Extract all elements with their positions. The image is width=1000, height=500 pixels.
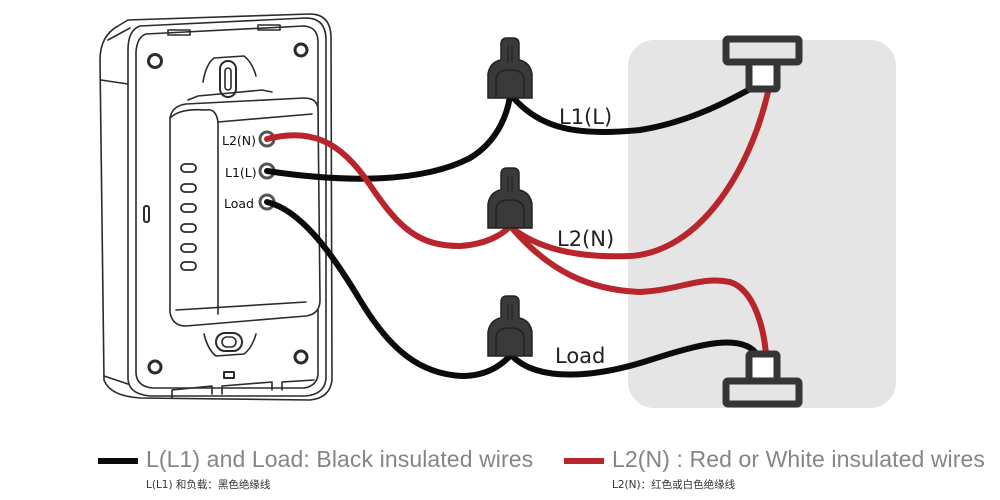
legend-label-red: L2(N) : Red or White insulated wires bbox=[612, 446, 986, 472]
wire-l1-connector-to-fixture bbox=[509, 85, 755, 136]
mounting-slot-top bbox=[187, 55, 273, 101]
wire-nut-icon bbox=[487, 295, 533, 357]
bottom-terminal-bar bbox=[722, 377, 803, 408]
wire-nut-icon bbox=[487, 37, 533, 99]
wire-label-l1: L1(L) bbox=[559, 105, 612, 129]
screw-hole-top-left bbox=[147, 53, 163, 69]
wire-load-connector-to-fixture bbox=[509, 339, 761, 378]
t-terminal-icon bbox=[722, 35, 803, 93]
screw-hole-bottom-right bbox=[293, 349, 309, 365]
switch-module bbox=[169, 97, 321, 327]
wire-l2-connector-to-bottom-fixture bbox=[509, 225, 769, 357]
wire-label-l2: L2(N) bbox=[557, 227, 614, 251]
legend-swatch-black bbox=[98, 458, 138, 464]
screw-hole-bottom-left bbox=[147, 359, 163, 375]
wire-l2-connector-to-top-fixture bbox=[509, 89, 771, 260]
wire-nut-icon bbox=[487, 167, 533, 229]
wire-connectors bbox=[487, 37, 533, 357]
bottom-terminal-stem bbox=[745, 350, 781, 385]
load-area-background bbox=[628, 40, 896, 408]
wire-l2-switch-to-connector bbox=[264, 132, 513, 250]
terminal-label-Load: Load bbox=[224, 196, 254, 211]
wire-l1-switch-to-connector bbox=[264, 93, 513, 182]
screw-hole-top-right bbox=[293, 42, 309, 58]
terminal-label-L1L: L1(L) bbox=[225, 165, 257, 180]
legend-sublabel-black: L(L1) 和负载：黑色绝缘线 bbox=[146, 479, 271, 491]
wire-label-load: Load bbox=[555, 344, 605, 368]
switch-device bbox=[99, 13, 333, 401]
top-terminal-stem bbox=[745, 58, 781, 93]
side-button bbox=[143, 205, 150, 223]
wire-load-switch-to-connector bbox=[264, 199, 513, 380]
vent-slots bbox=[180, 163, 197, 271]
legend-sublabel-red: L2(N)：红色或白色绝缘线 bbox=[612, 479, 736, 491]
mounting-slot-bottom bbox=[203, 332, 257, 357]
terminal-label-L2N: L2(N) bbox=[222, 133, 256, 148]
t-terminal-icon bbox=[722, 350, 803, 408]
wires bbox=[264, 85, 771, 380]
legend-label-black: L(L1) and Load: Black insulated wires bbox=[146, 446, 534, 472]
legend-swatch-red bbox=[564, 458, 604, 464]
